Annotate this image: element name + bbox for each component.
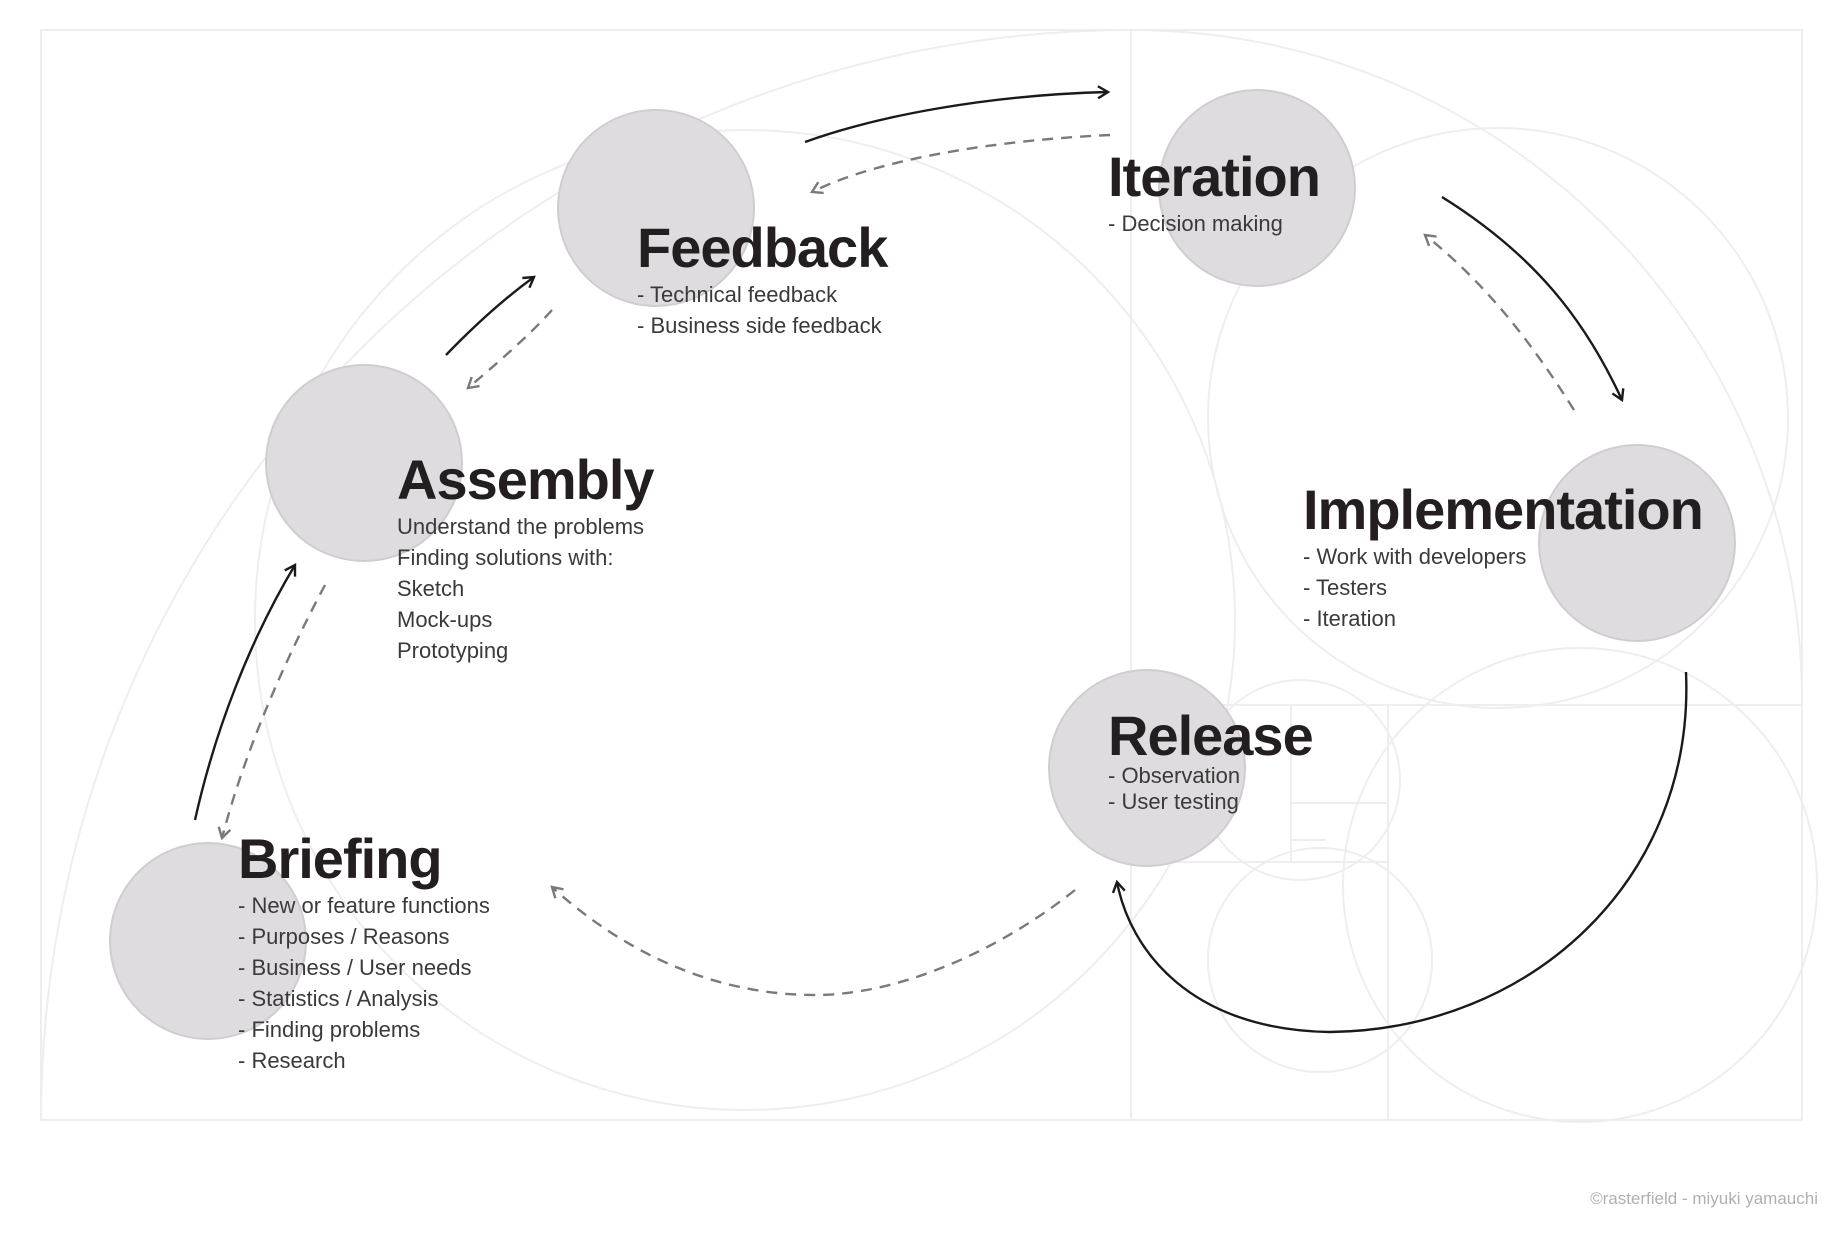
arrow-iteration-to-implementation — [1441, 195, 1625, 403]
arrow-implementation-to-release — [1111, 671, 1688, 1034]
stage-release-title: Release — [1108, 704, 1314, 767]
feedback-circle — [557, 109, 755, 307]
stage-item: - New or feature functions — [238, 893, 490, 918]
copyright-credit: ©rasterfield - miyuki yamauchi — [1590, 1189, 1818, 1208]
briefing-circle — [109, 842, 307, 1040]
stage-item: - Business side feedback — [637, 313, 882, 338]
arrow-feedback-to-iteration — [804, 85, 1111, 144]
stage-item: - Observation — [1108, 763, 1241, 788]
arrow-implementation-to-iteration-dashed — [1423, 233, 1576, 411]
stage-release: Release - Observation - User testing — [1108, 704, 1314, 815]
assembly-circle — [265, 364, 463, 562]
iteration-circle — [1158, 89, 1356, 287]
stage-item: Understand the problems — [397, 514, 645, 539]
stage-briefing-items: - New or feature functions - Purposes / … — [238, 890, 490, 1076]
arrow-release-to-briefing-dashed — [550, 885, 1076, 997]
stage-item: - Finding problems — [238, 1017, 421, 1042]
stage-implementation-items: - Work with developers - Testers - Itera… — [1303, 541, 1703, 634]
stage-iteration: Iteration - Decision making — [1108, 145, 1321, 239]
stage-assembly-title: Assembly — [397, 448, 655, 511]
implementation-circle — [1538, 444, 1736, 642]
stage-iteration-title: Iteration — [1108, 145, 1321, 208]
stage-item: - Research — [238, 1048, 346, 1073]
stage-item: - Testers — [1303, 575, 1387, 600]
stage-item: - Business / User needs — [238, 955, 472, 980]
stage-release-items: - Observation - User testing — [1108, 763, 1313, 815]
stage-feedback: Feedback - Technical feedback - Business… — [637, 216, 888, 341]
stage-item: - Iteration — [1303, 606, 1396, 631]
arrow-iteration-to-feedback-dashed — [809, 133, 1111, 195]
stage-assembly: Assembly Understand the problems Finding… — [397, 448, 655, 666]
stage-item: - Work with developers — [1303, 544, 1527, 569]
stage-briefing-title: Briefing — [238, 827, 443, 890]
stage-item: Prototyping — [397, 638, 509, 663]
stage-briefing: Briefing - New or feature functions - Pu… — [238, 830, 490, 1076]
stage-feedback-title: Feedback — [637, 216, 888, 279]
arrow-feedback-to-assembly-dashed — [466, 309, 553, 390]
stage-item: - Decision making — [1108, 211, 1283, 236]
stage-item: Sketch — [397, 576, 465, 601]
stage-item: - Statistics / Analysis — [238, 986, 439, 1011]
arrow-assembly-to-briefing-dashed — [217, 584, 327, 841]
stage-item: - Purposes / Reasons — [238, 924, 450, 949]
stage-item: - Technical feedback — [637, 282, 838, 307]
arrow-assembly-to-feedback — [445, 275, 536, 356]
stage-implementation: Implementation - Work with developers - … — [1303, 478, 1704, 634]
stage-feedback-items: - Technical feedback - Business side fee… — [637, 279, 887, 341]
stage-assembly-items: Understand the problems Finding solution… — [397, 511, 654, 666]
stage-item: - User testing — [1108, 789, 1239, 814]
stage-implementation-title: Implementation — [1303, 478, 1704, 541]
stage-item: Finding solutions with: — [397, 545, 614, 570]
stage-item: Mock-ups — [397, 607, 493, 632]
arrow-briefing-to-assembly — [193, 562, 297, 821]
release-circle — [1048, 669, 1246, 867]
stage-iteration-items: - Decision making — [1108, 208, 1320, 239]
